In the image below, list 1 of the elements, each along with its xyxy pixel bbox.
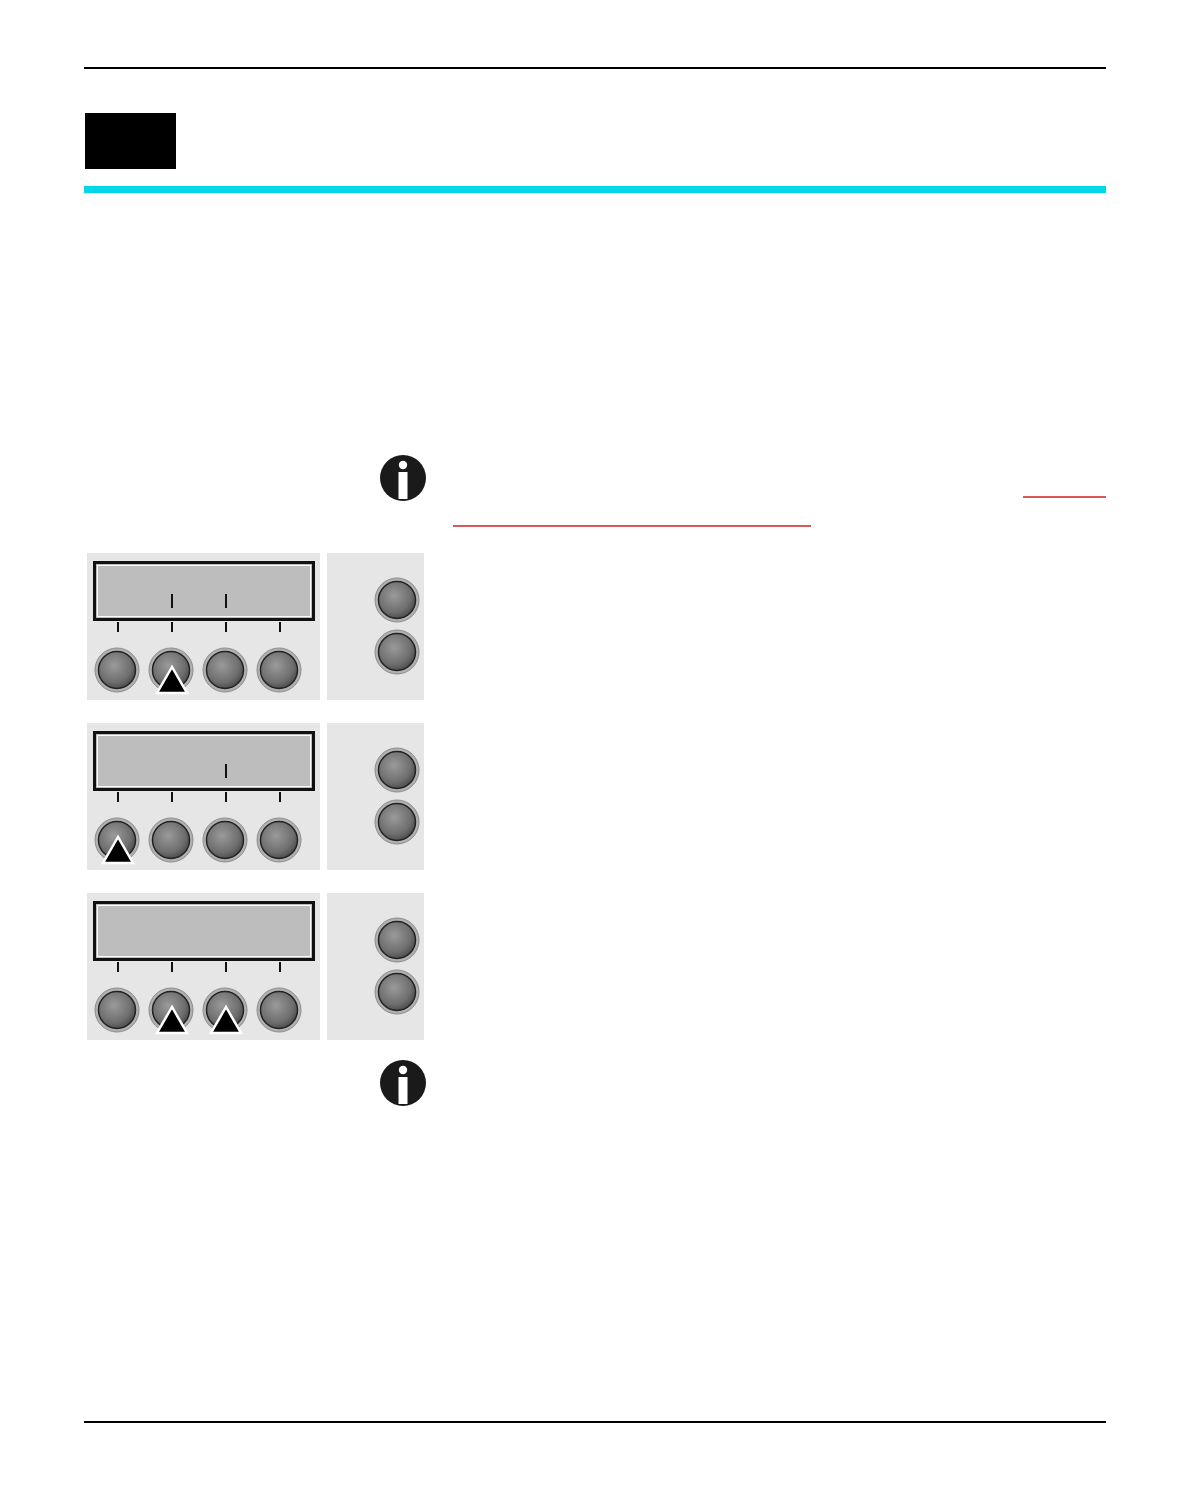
- chapter-marker: [85, 113, 176, 169]
